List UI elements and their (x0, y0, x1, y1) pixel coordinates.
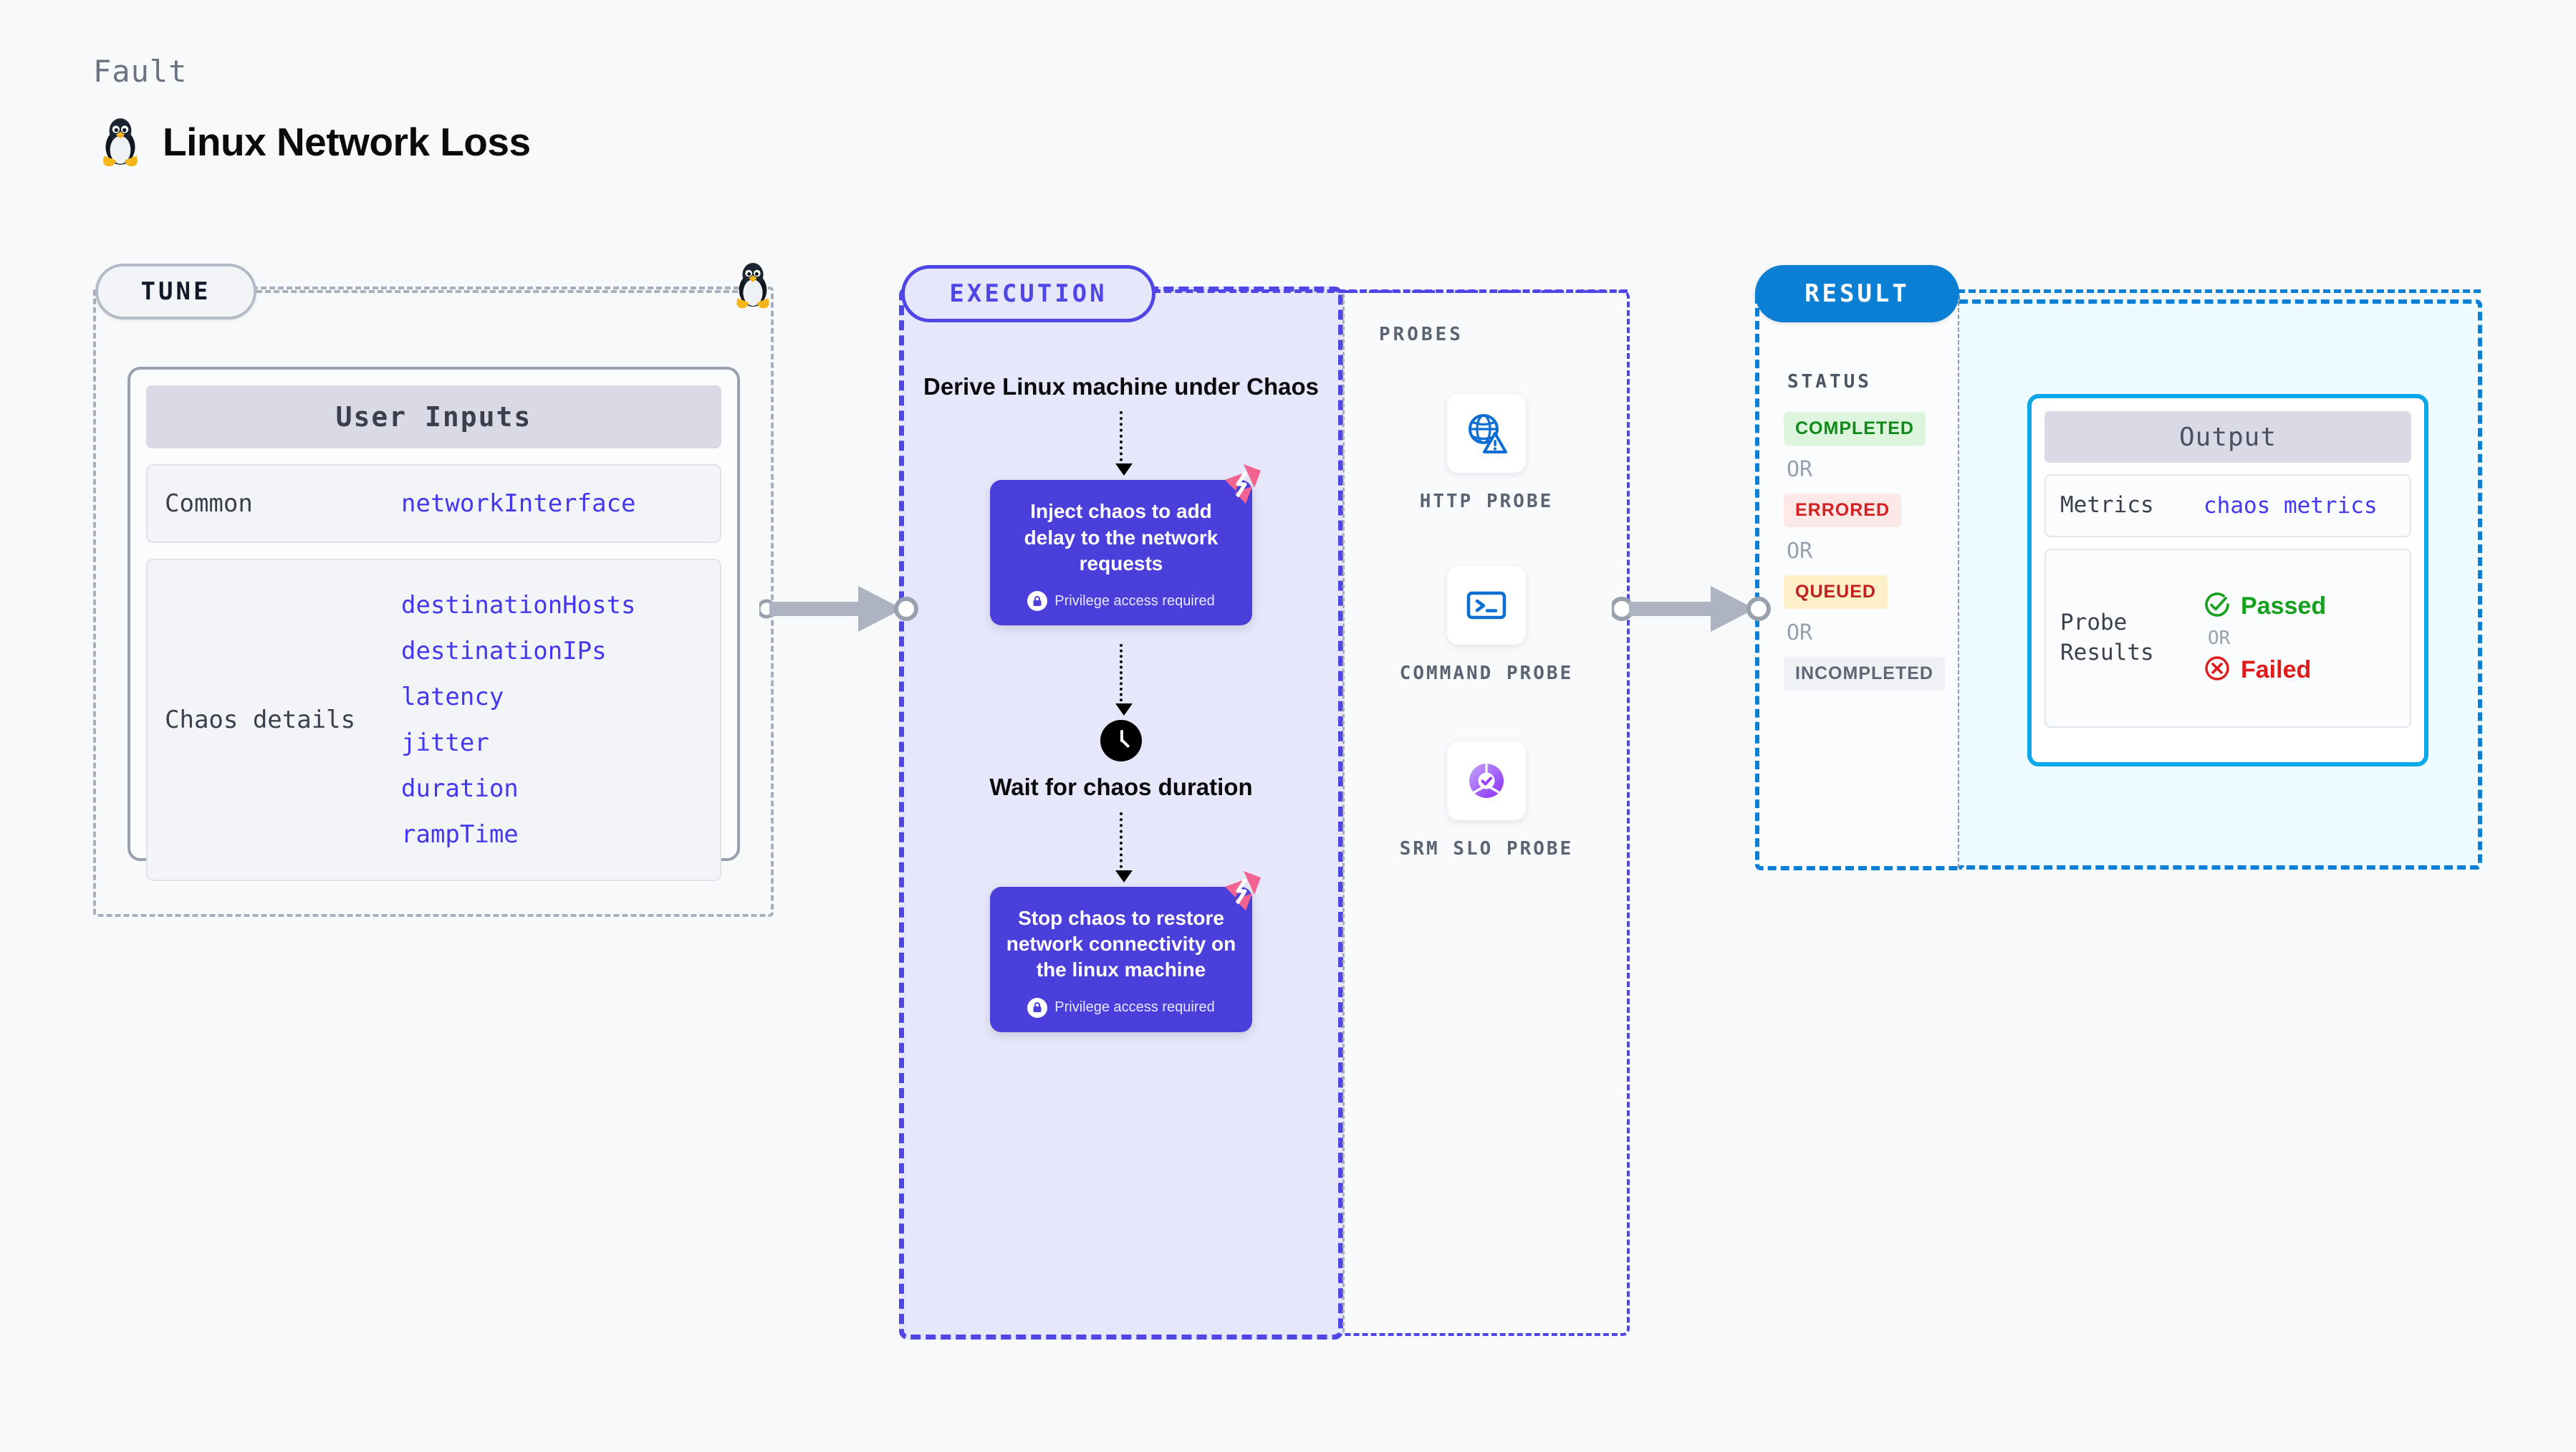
probes-divider (1342, 294, 1345, 1332)
page-title: Linux Network Loss (163, 120, 531, 164)
metrics-value[interactable]: chaos metrics (2203, 493, 2378, 519)
linux-penguin-badge-icon (731, 259, 775, 314)
execution-flow: Derive Linux machine under Chaos Inject … (899, 372, 1343, 1032)
status-badge-incompleted: INCOMPLETED (1784, 657, 1945, 691)
exec-step-derive-label: Derive Linux machine under Chaos (923, 373, 1319, 400)
linux-penguin-icon (97, 115, 144, 169)
exec-step-stop-chaos[interactable]: Stop chaos to restore network connectivi… (990, 870, 1261, 1032)
input-value[interactable]: networkInterface (401, 489, 636, 518)
lock-icon (1027, 997, 1048, 1018)
row-label: Common (165, 489, 253, 518)
execution-leader-line (1153, 289, 1628, 293)
chaos-box-title: Stop chaos to restore network connectivi… (1006, 906, 1236, 981)
privilege-note-text: Privilege access required (1054, 999, 1215, 1016)
terminal-icon (1447, 566, 1526, 645)
row-label: Chaos details (165, 706, 356, 734)
probe-item-command[interactable]: COMMAND PROBE (1393, 566, 1580, 686)
stage-pill-tune[interactable]: TUNE (95, 264, 256, 319)
user-inputs-row-common: Common networkInterface (146, 464, 721, 543)
status-or: OR (1787, 620, 1813, 645)
status-or: OR (1787, 457, 1813, 482)
probe-item-srm-slo[interactable]: SRM SLO PROBE (1393, 741, 1580, 862)
probe-results-label: Probe Results (2060, 610, 2154, 665)
output-card: Output Metrics chaos metrics Probe Resul… (2027, 394, 2428, 766)
probe-item-http[interactable]: HTTP PROBE (1393, 394, 1580, 514)
status-or: OR (1787, 539, 1813, 564)
probes-section-label: PROBES (1379, 324, 1464, 345)
stage-pill-execution[interactable]: EXECUTION (901, 265, 1155, 322)
failed-label: Failed (2241, 656, 2312, 683)
input-value[interactable]: destinationIPs (401, 637, 607, 665)
passed-label: Passed (2241, 592, 2327, 620)
clock-icon (1100, 720, 1142, 762)
metrics-label: Metrics (2060, 492, 2154, 519)
status-badge-errored: ERRORED (1784, 494, 1902, 527)
probe-result-or: OR (2208, 628, 2231, 649)
output-row-probe-results: Probe Results Passed OR (2044, 549, 2411, 728)
stage-pill-result[interactable]: RESULT (1755, 265, 1959, 322)
privilege-note: Privilege access required (1006, 591, 1236, 612)
input-value[interactable]: destinationHosts (401, 591, 636, 620)
probe-label: SRM SLO PROBE (1399, 838, 1574, 860)
row-values: destinationHosts destinationIPs latency … (401, 591, 636, 849)
page-title-row: Linux Network Loss (97, 115, 531, 169)
output-row-metrics: Metrics chaos metrics (2044, 474, 2411, 537)
page-eyebrow: Fault (93, 54, 188, 89)
status-section-label: STATUS (1787, 371, 1872, 393)
flow-arrow (1115, 812, 1133, 883)
input-value[interactable]: latency (401, 683, 504, 711)
input-value[interactable]: rampTime (401, 820, 519, 849)
chaos-box-title: Inject chaos to add delay to the network… (1024, 500, 1219, 575)
connector-tune-to-execution (756, 573, 924, 648)
flow-arrow (1115, 411, 1133, 476)
result-divider (1958, 295, 1960, 868)
output-title: Output (2044, 411, 2411, 463)
probe-label: HTTP PROBE (1419, 491, 1554, 512)
user-inputs-row-chaos-details: Chaos details destinationHosts destinati… (146, 559, 721, 881)
flow-arrow (1115, 644, 1133, 716)
exec-step-wait-label: Wait for chaos duration (989, 774, 1253, 801)
connector-execution-to-result (1610, 573, 1777, 648)
harness-logo-icon (1219, 461, 1264, 506)
globe-warning-icon (1447, 394, 1526, 473)
probe-result-passed: Passed (2203, 591, 2326, 622)
x-circle-icon (2203, 655, 2231, 686)
exec-step-inject-chaos[interactable]: Inject chaos to add delay to the network… (990, 464, 1261, 626)
probe-results-values: Passed OR Failed (2203, 591, 2326, 686)
privilege-note: Privilege access required (1006, 997, 1236, 1018)
probe-result-failed: Failed (2203, 655, 2326, 686)
user-inputs-title: User Inputs (146, 385, 721, 448)
privilege-note-text: Privilege access required (1054, 592, 1215, 609)
status-badge-completed: COMPLETED (1784, 412, 1926, 446)
harness-logo-icon (1219, 868, 1264, 913)
result-leader-line (1958, 289, 2481, 293)
status-badge-queued: QUEUED (1784, 575, 1888, 609)
probe-label: COMMAND PROBE (1399, 663, 1574, 684)
user-inputs-card: User Inputs Common networkInterface Chao… (128, 367, 740, 881)
input-value[interactable]: duration (401, 774, 519, 803)
input-value[interactable]: jitter (401, 729, 489, 757)
tune-leader-line (256, 290, 738, 293)
lock-icon (1027, 591, 1048, 612)
row-values: networkInterface (401, 489, 636, 518)
status-list: COMPLETED OR ERRORED OR QUEUED OR INCOMP… (1784, 412, 1956, 691)
srm-slo-icon (1447, 741, 1526, 820)
check-circle-icon (2203, 591, 2231, 622)
